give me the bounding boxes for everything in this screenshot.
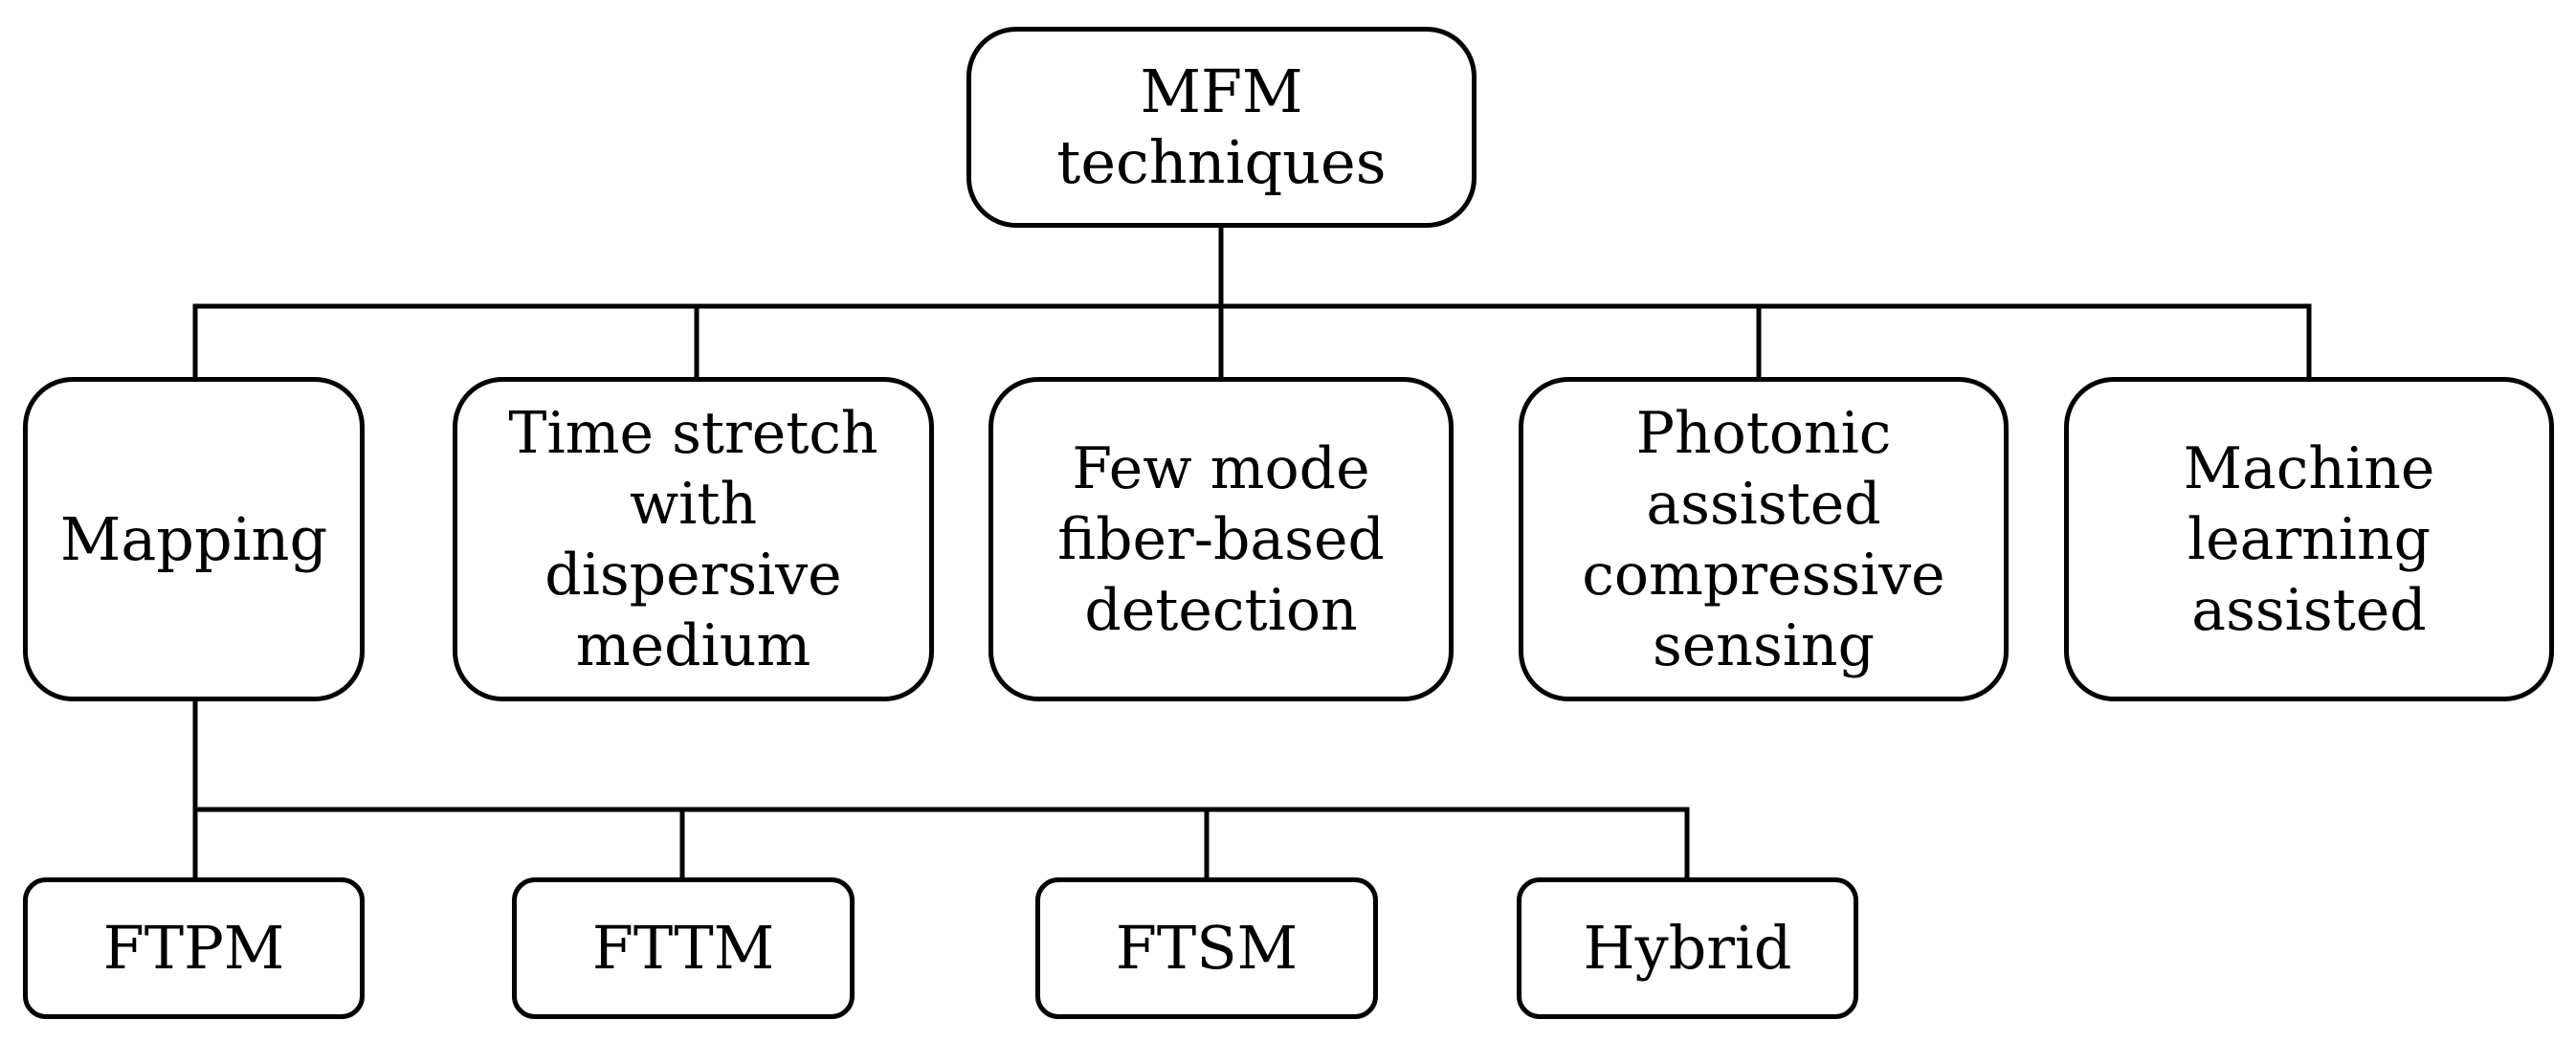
method-node-fttm: FTTM [512, 877, 855, 1019]
method-label-ftpm: FTPM [102, 913, 285, 983]
category-label-mapping: Mapping [59, 503, 328, 574]
method-node-ftsm: FTSM [1035, 877, 1378, 1019]
root-label: MFM techniques [1056, 56, 1387, 197]
category-node-mapping: Mapping [23, 377, 365, 701]
category-node-few-mode: Few mode fiber-based detection [988, 377, 1454, 701]
method-node-ftpm: FTPM [23, 877, 365, 1019]
method-label-hybrid: Hybrid [1583, 913, 1792, 983]
category-label-time-stretch: Time stretch with dispersive medium [508, 399, 878, 679]
root-node: MFM techniques [966, 27, 1477, 228]
method-label-ftsm: FTSM [1115, 913, 1299, 983]
category-label-photonic: Photonic assisted compressive sensing [1582, 399, 1945, 679]
category-label-few-mode: Few mode fiber-based detection [1057, 434, 1385, 644]
category-node-photonic: Photonic assisted compressive sensing [1519, 377, 2009, 701]
method-node-hybrid: Hybrid [1517, 877, 1858, 1019]
category-node-machine-learning: Machine learning assisted [2064, 377, 2554, 701]
method-label-fttm: FTTM [591, 913, 775, 983]
category-label-machine-learning: Machine learning assisted [2183, 434, 2435, 644]
category-node-time-stretch: Time stretch with dispersive medium [453, 377, 934, 701]
